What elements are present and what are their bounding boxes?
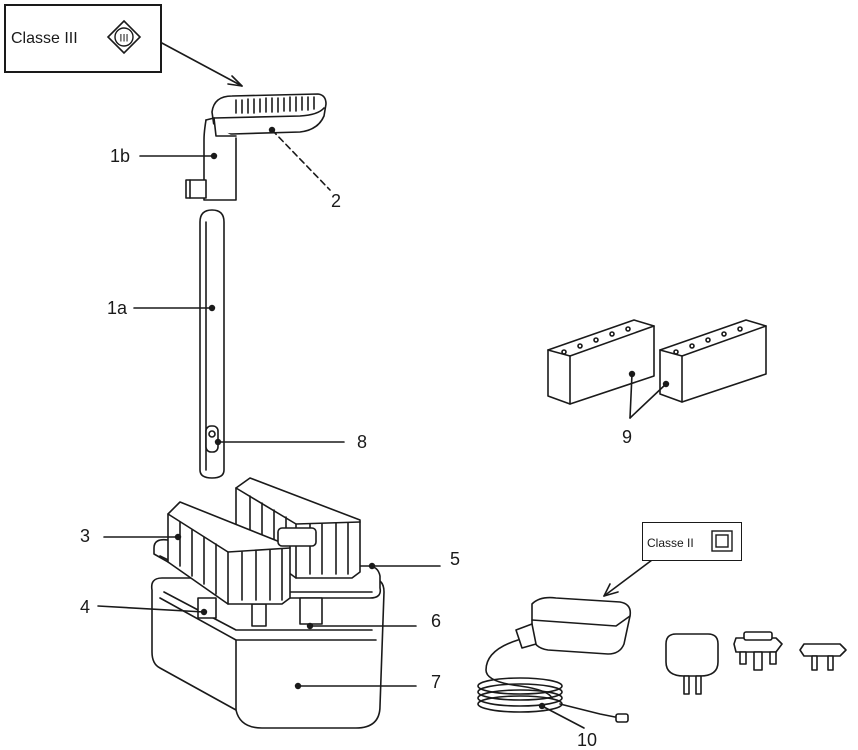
part-label-9: 9 (622, 427, 633, 447)
lamp-head (185, 93, 327, 201)
class-iii-label-box: Classe III III (4, 4, 162, 73)
class-ii-double-square-icon (711, 530, 733, 552)
class-iii-diamond-icon: III (106, 19, 142, 55)
plug-uk (733, 631, 783, 671)
power-adapter (477, 596, 632, 723)
part-label-5: 5 (450, 549, 461, 569)
part-label-4: 4 (80, 597, 91, 617)
part-label-8: 8 (357, 432, 368, 452)
part-label-3: 3 (80, 526, 91, 546)
plug-eu (665, 633, 719, 695)
leader-dots (174, 126, 670, 710)
part-label-2: 2 (331, 191, 342, 211)
led-grille (235, 96, 315, 114)
part-label-7: 7 (431, 672, 442, 692)
lamp-pole (199, 209, 225, 479)
block-right (659, 319, 767, 403)
pod-holder-front (167, 501, 317, 605)
plug-us (799, 643, 847, 671)
part-label-1b: 1b (110, 146, 131, 166)
part-label-6: 6 (431, 611, 442, 631)
part-label-10: 10 (577, 730, 598, 750)
leader-lines (97, 41, 667, 729)
part-label-1a: 1a (107, 298, 128, 318)
block-left (547, 319, 655, 405)
class-ii-label: Classe II (647, 536, 694, 550)
class-iii-label: Classe III (11, 30, 78, 47)
class-ii-label-box: Classe II (642, 522, 742, 561)
class-iii-symbol: III (119, 33, 128, 45)
